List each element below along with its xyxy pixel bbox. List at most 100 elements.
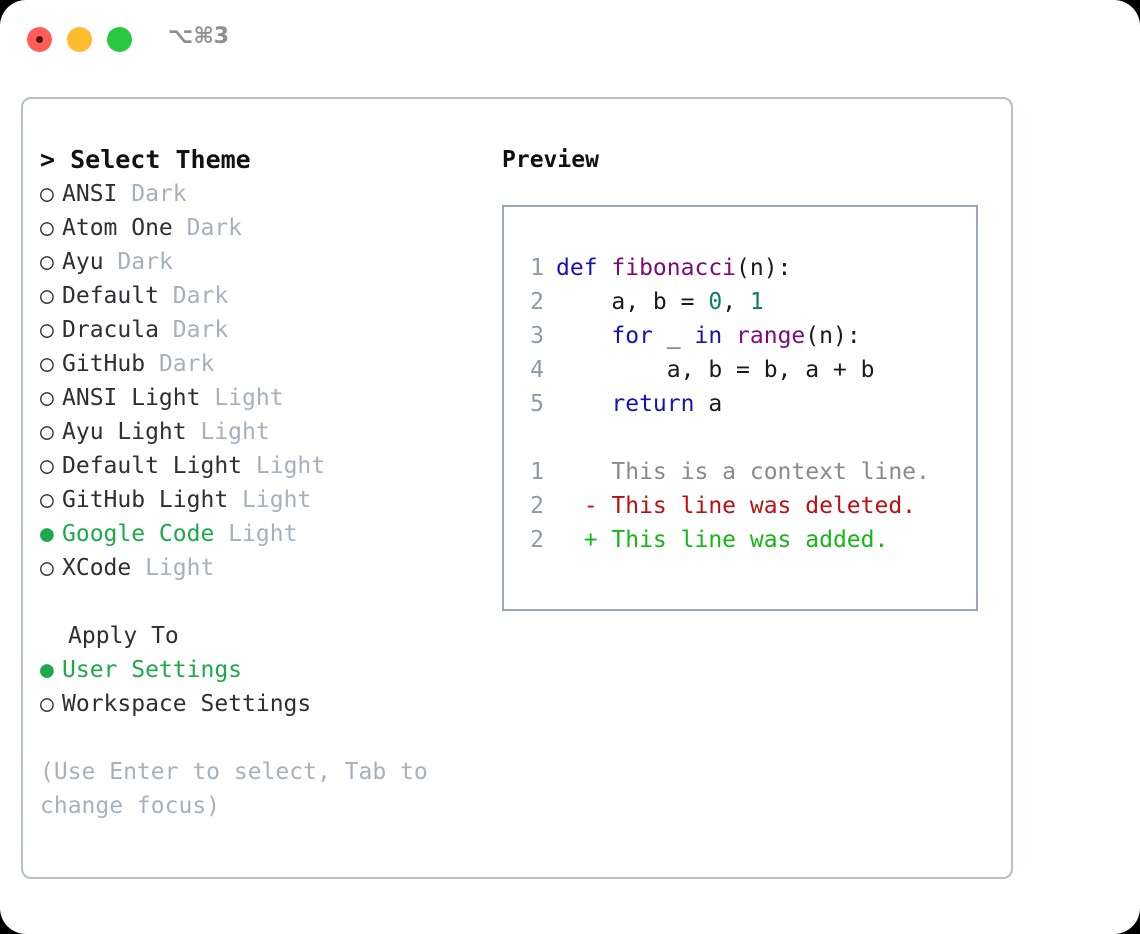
diff-block: 1 This is a context line.2 - This line w… bbox=[518, 455, 968, 557]
radio-unselected-icon[interactable]: ○ bbox=[40, 215, 54, 241]
code-line: 3 for _ in range(n): bbox=[518, 319, 968, 353]
label-gap bbox=[159, 283, 173, 309]
theme-item-name: Default Light bbox=[62, 453, 243, 479]
radio-unselected-icon[interactable]: ○ bbox=[40, 419, 54, 445]
theme-item[interactable]: ○ Dracula Dark bbox=[40, 313, 480, 347]
code-line-number: 4 bbox=[530, 357, 544, 383]
label-gap bbox=[228, 487, 242, 513]
apply-to-option-label: Workspace Settings bbox=[62, 691, 312, 717]
code-token-txt: _ bbox=[652, 323, 695, 349]
code-line-number: 3 bbox=[530, 323, 544, 349]
theme-item-name: Ayu Light bbox=[62, 419, 187, 445]
radio-unselected-icon[interactable]: ○ bbox=[40, 351, 54, 377]
list-spacer bbox=[40, 585, 480, 619]
diff-line-number: 2 bbox=[530, 493, 544, 519]
theme-item-name: ANSI bbox=[62, 181, 118, 207]
radio-unselected-icon[interactable]: ○ bbox=[40, 317, 54, 343]
diff-marker: + bbox=[556, 527, 612, 553]
apply-to-option[interactable]: ○ Workspace Settings bbox=[40, 687, 480, 721]
theme-item-kind: Dark bbox=[172, 317, 229, 343]
title-bar: ⌥⌘3 bbox=[0, 0, 1140, 78]
code-token-txt bbox=[556, 391, 611, 417]
radio-selected-icon[interactable]: ● bbox=[40, 657, 54, 683]
theme-item-name: Atom One bbox=[62, 215, 173, 241]
radio-unselected-icon[interactable]: ○ bbox=[40, 249, 54, 275]
code-token-num: 0 bbox=[708, 289, 723, 315]
code-token-fn: range bbox=[736, 323, 806, 349]
label-gap bbox=[242, 453, 256, 479]
theme-item-name: Dracula bbox=[62, 317, 159, 343]
theme-item-name: Google Code bbox=[62, 521, 215, 547]
code-line: 2 a, b = 0, 1 bbox=[518, 285, 968, 319]
theme-list[interactable]: ○ANSI Dark○Atom One Dark○Ayu Dark○Defaul… bbox=[40, 177, 480, 585]
code-token-txt: a, b = b, a + b bbox=[556, 357, 875, 383]
theme-item-kind: Light bbox=[200, 419, 270, 445]
code-token-kw: def bbox=[556, 255, 612, 281]
theme-picker-column: > Select Theme ○ANSI Dark○Atom One Dark○… bbox=[40, 143, 480, 823]
radio-unselected-icon[interactable]: ○ bbox=[40, 385, 54, 411]
theme-item[interactable]: ○Default Dark bbox=[40, 279, 480, 313]
label-gap bbox=[104, 249, 118, 275]
theme-item-kind: Dark bbox=[117, 249, 173, 275]
theme-item-name: XCode bbox=[62, 555, 132, 581]
theme-item-kind: Dark bbox=[158, 351, 215, 377]
code-token-num: 1 bbox=[749, 289, 764, 315]
theme-item-kind: Light bbox=[228, 521, 298, 547]
code-line-number: 2 bbox=[530, 289, 544, 315]
theme-item[interactable]: ○GitHub Light Light bbox=[40, 483, 480, 517]
maximize-button[interactable] bbox=[107, 27, 132, 52]
theme-item-name: Ayu bbox=[62, 249, 104, 275]
radio-unselected-icon[interactable]: ○ bbox=[40, 555, 54, 581]
minimize-button[interactable] bbox=[67, 27, 92, 52]
code-line: 5 return a bbox=[518, 387, 968, 421]
theme-item-kind: Light bbox=[242, 487, 312, 513]
theme-item-kind: Light bbox=[145, 555, 215, 581]
radio-unselected-icon[interactable]: ○ bbox=[40, 283, 54, 309]
preview-title: Preview bbox=[502, 147, 599, 173]
radio-unselected-icon[interactable]: ○ bbox=[40, 487, 54, 513]
apply-to-list[interactable]: ●User Settings ○ Workspace Settings bbox=[40, 653, 480, 721]
theme-item[interactable]: ○GitHub Dark bbox=[40, 347, 480, 381]
theme-item[interactable]: ○ XCode Light bbox=[40, 551, 480, 585]
radio-selected-icon[interactable]: ● bbox=[40, 521, 54, 547]
theme-item[interactable]: ○ANSI Light Light bbox=[40, 381, 480, 415]
code-line-number: 5 bbox=[530, 391, 544, 417]
code-token-txt bbox=[556, 323, 611, 349]
theme-item[interactable]: ● Google Code Light bbox=[40, 517, 480, 551]
code-token-txt bbox=[722, 323, 736, 349]
hint-spacer bbox=[40, 721, 480, 755]
label-gap bbox=[159, 317, 173, 343]
radio-unselected-icon[interactable]: ○ bbox=[40, 181, 54, 207]
theme-item[interactable]: ○ Ayu Dark bbox=[40, 245, 480, 279]
label-gap bbox=[200, 385, 214, 411]
code-token-txt: , bbox=[722, 289, 750, 315]
theme-item-kind: Dark bbox=[186, 215, 243, 241]
main-panel: > Select Theme ○ANSI Dark○Atom One Dark○… bbox=[21, 97, 1013, 879]
code-line: 4 a, b = b, a + b bbox=[518, 353, 968, 387]
theme-item-kind: Dark bbox=[131, 181, 187, 207]
apply-to-option[interactable]: ●User Settings bbox=[40, 653, 480, 687]
diff-line-text: This is a context line. bbox=[611, 459, 930, 485]
diff-line-text: This line was added. bbox=[611, 527, 889, 553]
code-token-kw: return bbox=[611, 391, 695, 417]
diff-line: 2 + This line was added. bbox=[518, 523, 968, 557]
label-gap bbox=[173, 215, 187, 241]
label-gap bbox=[131, 555, 145, 581]
radio-unselected-icon[interactable]: ○ bbox=[40, 453, 54, 479]
label-gap bbox=[117, 181, 131, 207]
close-button[interactable] bbox=[27, 27, 52, 52]
code-token-txt: (n): bbox=[736, 255, 792, 281]
theme-item-kind: Light bbox=[255, 453, 326, 479]
theme-item[interactable]: ○ Ayu Light Light bbox=[40, 415, 480, 449]
theme-item[interactable]: ○ ANSI Dark bbox=[40, 177, 480, 211]
theme-item-name: ANSI Light bbox=[62, 385, 201, 411]
code-token-kw: in bbox=[694, 323, 723, 349]
theme-item[interactable]: ○ Atom One Dark bbox=[40, 211, 480, 245]
radio-unselected-icon[interactable]: ○ bbox=[40, 691, 54, 717]
theme-item[interactable]: ○ Default Light Light bbox=[40, 449, 480, 483]
